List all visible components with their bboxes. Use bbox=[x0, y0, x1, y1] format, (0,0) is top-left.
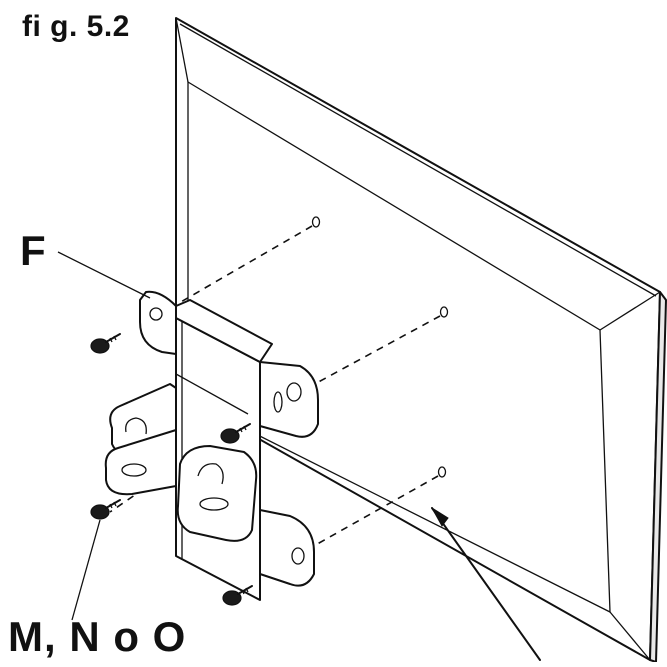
leader-lines bbox=[57, 251, 541, 661]
screw bbox=[90, 333, 121, 354]
part-label-bracket: F bbox=[20, 227, 46, 274]
screw bbox=[222, 585, 253, 606]
vesa-hole bbox=[437, 466, 447, 478]
pointer-arrow-icon bbox=[431, 507, 541, 661]
figure-label: fi g. 5.2 bbox=[22, 10, 130, 43]
leader-line-f bbox=[57, 251, 151, 299]
leader-line-screws bbox=[71, 519, 101, 621]
wall-bracket-icon bbox=[104, 290, 319, 601]
screw bbox=[220, 423, 251, 444]
part-label-screws: M, N o O bbox=[8, 613, 187, 660]
alignment-lines bbox=[109, 225, 441, 557]
vesa-hole-group bbox=[311, 216, 449, 478]
screw bbox=[90, 499, 121, 520]
vesa-hole bbox=[311, 216, 321, 228]
screw-icon bbox=[90, 333, 253, 606]
vesa-hole bbox=[439, 306, 449, 318]
monitor-back-icon bbox=[175, 17, 667, 663]
